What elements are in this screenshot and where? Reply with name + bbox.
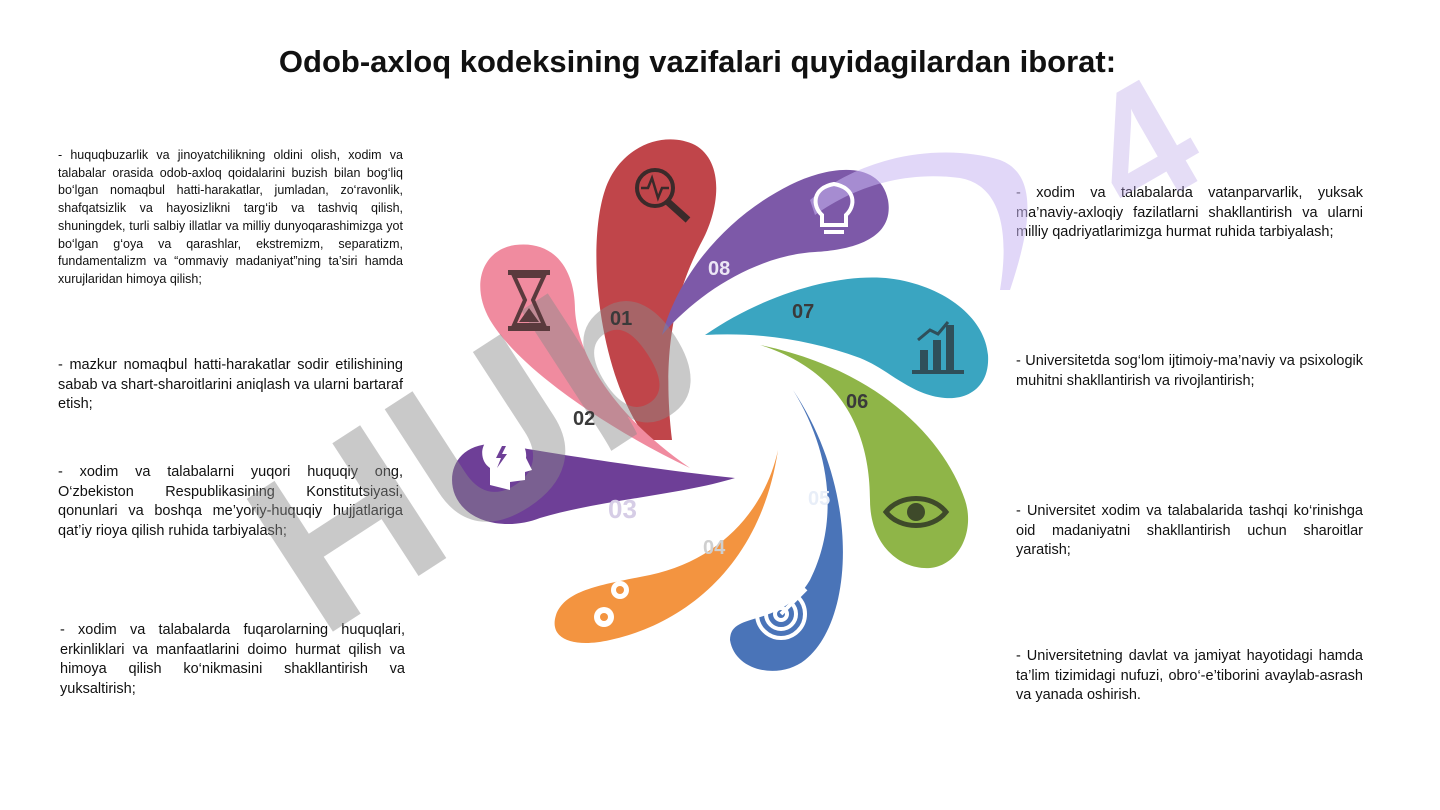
eye-icon: [882, 496, 950, 528]
left-item-4: - xodim va talabalarda fuqarolarning huq…: [60, 622, 405, 697]
watermark-stroke: [810, 152, 1028, 290]
right-item-4: - Universitetning davlat va jamiyat hayo…: [1016, 648, 1363, 703]
search-icon: [635, 168, 691, 223]
petal-number-01: 01: [610, 308, 632, 330]
right-item-3: - Universitet xodim va talabalarida tash…: [1016, 503, 1363, 558]
gears-icon: [594, 581, 629, 627]
petal-number-08: 08: [708, 258, 730, 280]
lightbulb-icon: [813, 181, 855, 234]
petal-number-06: 06: [846, 391, 868, 413]
left-item-3: - xodim va talabalarni yuqori huquqiy on…: [58, 464, 403, 539]
petal-number-05: 05: [808, 488, 830, 510]
hourglass-icon: [508, 270, 550, 331]
petal-number-03: 03: [608, 494, 637, 524]
petal-number-04: 04: [703, 537, 726, 559]
petal-07: [705, 277, 989, 399]
petal-05: [730, 390, 843, 671]
left-item-1: - huquqbuzarlik va jinoyatchilikning old…: [58, 148, 403, 286]
petal-08: [662, 169, 889, 335]
petal-04: [554, 450, 778, 643]
right-item-2: - Universitetda sog‘lom ijtimoiy-ma’navi…: [1016, 353, 1363, 389]
petal-number-07: 07: [792, 301, 814, 323]
petal-number-02: 02: [573, 408, 595, 430]
page-title: Odob-axloq kodeksining vazifalari quyida…: [278, 44, 1117, 79]
right-item-1: - xodim va talabalarda vatanparvarlik, y…: [1016, 185, 1363, 240]
target-icon: [755, 587, 808, 640]
left-item-2: - mazkur nomaqbul hatti-harakatlar sodir…: [58, 357, 403, 412]
idea-head-icon: [482, 435, 532, 490]
chart-icon: [912, 321, 964, 374]
watermark-digit: 4: [1054, 40, 1231, 252]
